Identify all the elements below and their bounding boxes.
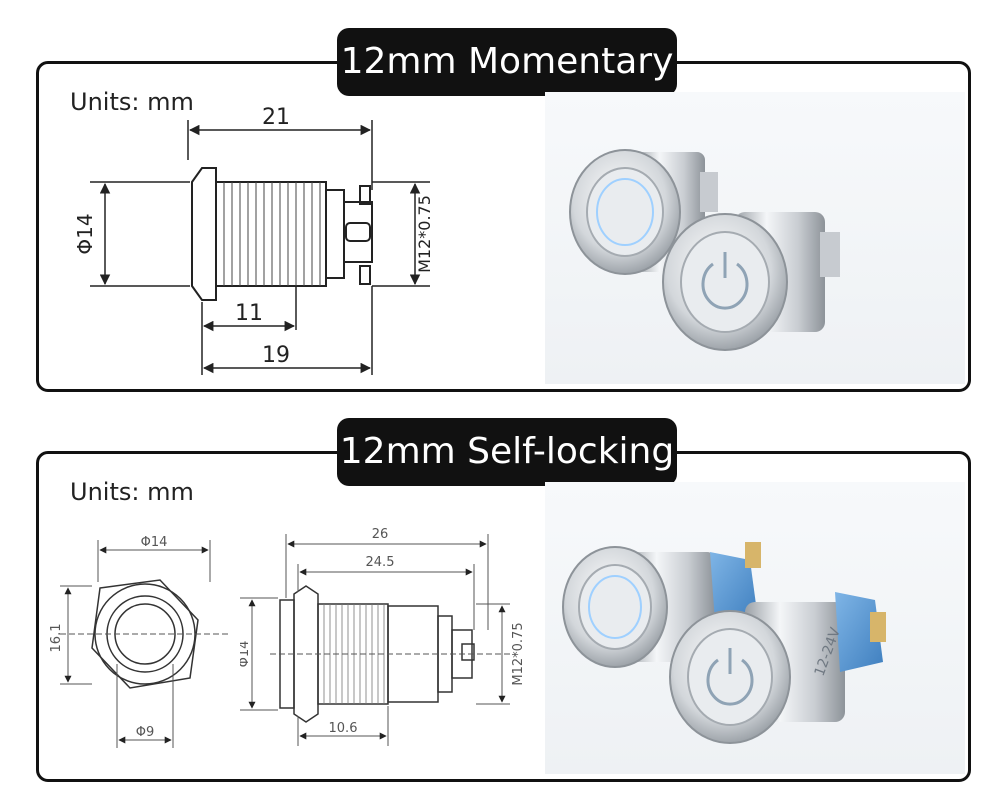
momentary-dimension-lines (90, 120, 430, 375)
selflocking-front-view: Φ14 16.1 Φ9 (49, 535, 230, 748)
selflocking-units-label: Units: mm (70, 478, 194, 506)
momentary-dim-thread: M12*0.75 (415, 195, 434, 273)
power-icon (701, 262, 749, 310)
momentary-units-label: Units: mm (70, 88, 194, 116)
momentary-title: 12mm Momentary (337, 28, 677, 96)
momentary-dim-21: 21 (262, 105, 290, 130)
momentary-dim-19: 19 (262, 343, 290, 368)
selflocking-thread: M12*0.75 (511, 622, 526, 685)
selflocking-title: 12mm Self-locking (337, 418, 677, 486)
selflocking-dim-10-6: 10.6 (329, 721, 358, 736)
momentary-product-photo (545, 92, 965, 384)
momentary-dim-11: 11 (235, 301, 263, 326)
momentary-outline (191, 167, 373, 301)
switch-back (569, 149, 718, 275)
selflocking-front-diameter: Φ14 (141, 535, 168, 550)
selflocking-dim-26: 26 (372, 527, 389, 542)
selflocking-dim-24-5: 24.5 (366, 555, 395, 570)
switch-front: 12-24V (669, 592, 886, 744)
selflocking-side-view: 26 24.5 Φ14 M12*0.75 10.6 (240, 527, 526, 746)
selflocking-hex: 16.1 (49, 624, 64, 653)
selflocking-product-photo: 12-24V (545, 482, 965, 774)
power-icon (706, 658, 754, 706)
selflocking-inner-diameter: Φ9 (136, 725, 155, 740)
momentary-thread-lines (223, 182, 321, 286)
switch-front (662, 212, 840, 351)
momentary-drawing: 21 Φ14 M12*0.75 11 19 (73, 105, 434, 375)
momentary-dim-diameter: Φ14 (73, 213, 97, 254)
selflocking-side-diameter: Φ14 (240, 641, 252, 668)
